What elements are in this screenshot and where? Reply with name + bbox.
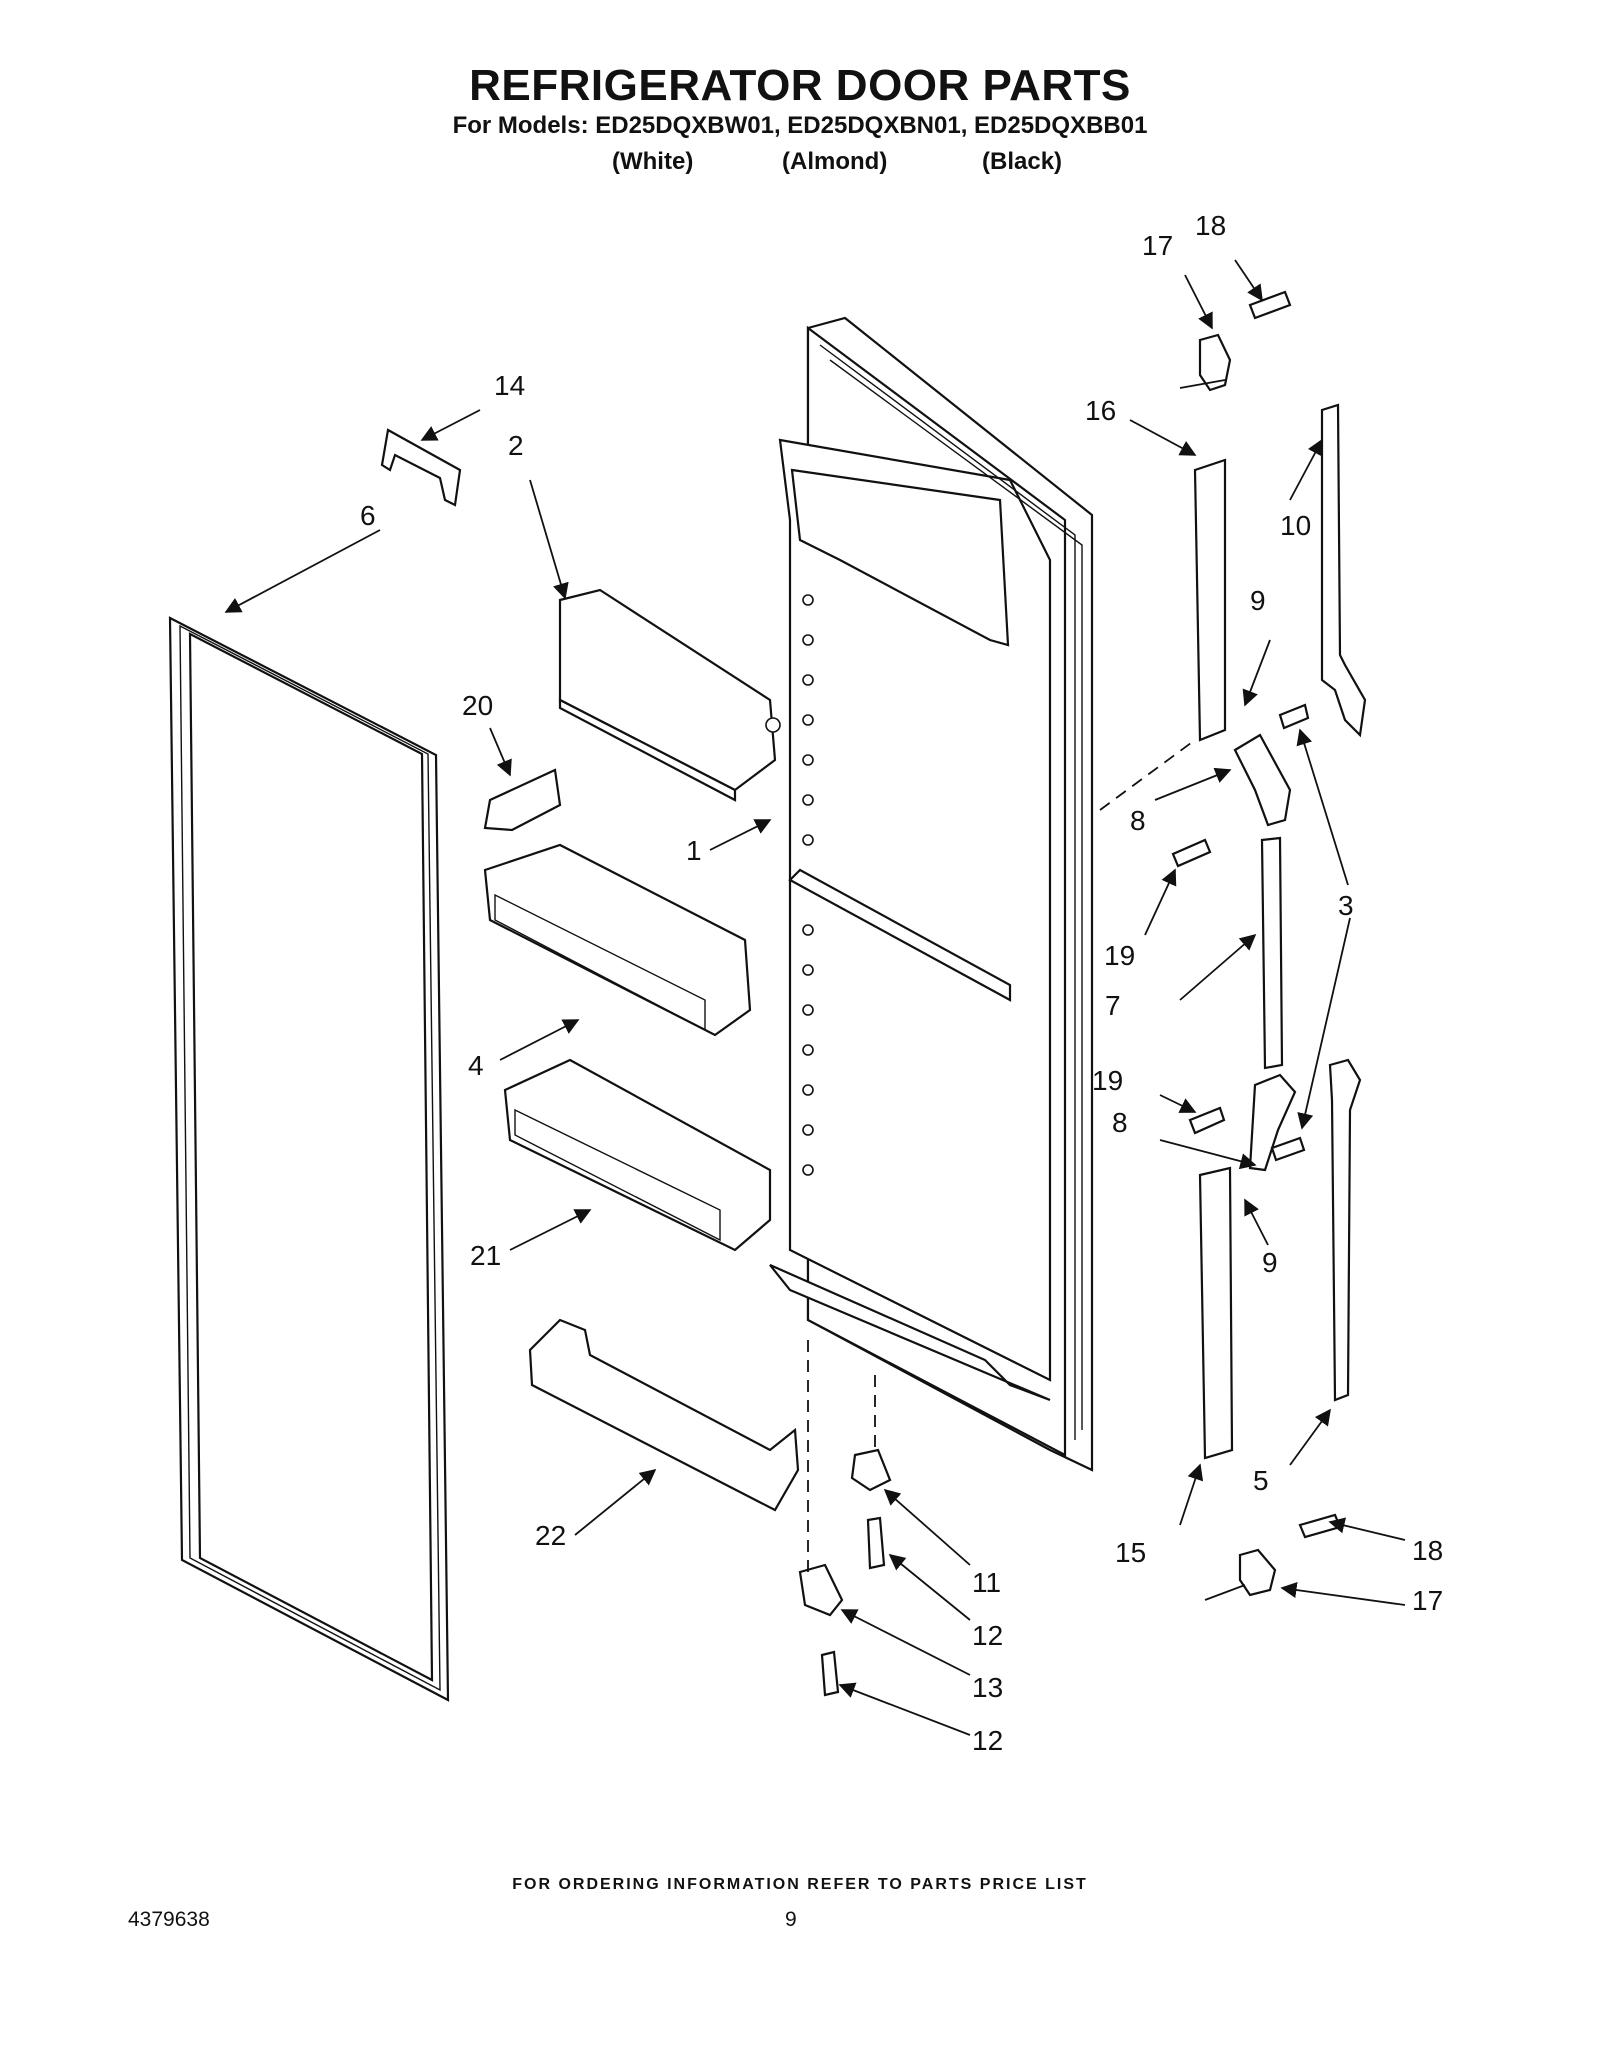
- callout-8-lower: 8: [1112, 1107, 1128, 1138]
- screw-handle-upper-right: [1278, 703, 1310, 730]
- color-label-almond: (Almond): [782, 148, 888, 175]
- callout-9-lower: 9: [1262, 1247, 1278, 1278]
- screw-lower-hinge: [820, 1650, 840, 1697]
- callout-18-top: 18: [1195, 210, 1226, 241]
- handle-middle: [1260, 836, 1284, 1070]
- callout-19-lower: 19: [1092, 1065, 1123, 1096]
- callout-16: 16: [1085, 395, 1116, 426]
- ordering-info-note: FOR ORDERING INFORMATION REFER TO PARTS …: [512, 1876, 1088, 1893]
- leader-lines: [224, 259, 1406, 1736]
- alignment-line-trim: [1099, 739, 1196, 811]
- lower-hinge-bracket: [798, 1563, 844, 1617]
- screw-handle-lower-right: [1270, 1136, 1306, 1162]
- top-hinge: [1179, 333, 1232, 392]
- exploded-parts-diagram: 14 2 6 20 1 4 21 22 17 18 16 10 9 8 3 19…: [168, 210, 1443, 1756]
- page-title: REFRIGERATOR DOOR PARTS: [469, 61, 1131, 110]
- callout-11: 11: [972, 1567, 1001, 1598]
- bottom-shelf-rail: [528, 1318, 800, 1512]
- door-liner: [769, 316, 1094, 1472]
- callout-6: 6: [360, 500, 376, 531]
- callout-8-upper: 8: [1130, 805, 1146, 836]
- callout-17-top: 17: [1142, 230, 1173, 261]
- handle-upper: [1320, 403, 1367, 738]
- clip-part: [380, 428, 462, 507]
- callout-labels: 14 2 6 20 1 4 21 22 17 18 16 10 9 8 3 19…: [360, 210, 1443, 1756]
- callout-4: 4: [468, 1050, 484, 1081]
- screw-handle-lower-left: [1188, 1106, 1226, 1135]
- color-label-white: (White): [612, 148, 694, 175]
- upper-door-trim: [1193, 458, 1227, 742]
- color-label-black: (Black): [982, 148, 1063, 175]
- document-number: 4379638: [128, 1908, 210, 1931]
- callout-10: 10: [1280, 510, 1311, 541]
- small-bracket: [483, 768, 562, 832]
- callout-15: 15: [1115, 1537, 1146, 1568]
- dairy-door: [558, 588, 781, 802]
- handle-lower: [1328, 1058, 1362, 1402]
- callout-17-bottom: 17: [1412, 1585, 1443, 1616]
- callout-12-upper: 12: [972, 1620, 1003, 1651]
- door-stop-bracket: [850, 1448, 892, 1492]
- page-header: REFRIGERATOR DOOR PARTS For Models: ED25…: [0, 60, 1600, 140]
- lower-door-trim: [1198, 1166, 1234, 1460]
- page-number: 9: [785, 1908, 797, 1931]
- door-gasket: [168, 616, 450, 1702]
- callout-5: 5: [1253, 1465, 1269, 1496]
- callout-7: 7: [1105, 990, 1121, 1021]
- callout-18-bottom: 18: [1412, 1535, 1443, 1566]
- screw-door-stop: [866, 1516, 886, 1570]
- door-bin-upper: [483, 843, 752, 1037]
- callout-19-upper: 19: [1104, 940, 1135, 971]
- screw-handle-upper-left: [1171, 838, 1212, 868]
- callout-2: 2: [508, 430, 524, 461]
- callout-13: 13: [972, 1672, 1003, 1703]
- screw-top-hinge: [1248, 290, 1292, 320]
- door-bin-lower: [503, 1058, 772, 1252]
- callout-21: 21: [470, 1240, 501, 1271]
- bottom-hinge: [1204, 1548, 1277, 1601]
- callout-9-upper: 9: [1250, 585, 1266, 616]
- callout-12-lower: 12: [972, 1725, 1003, 1756]
- callout-3: 3: [1338, 890, 1354, 921]
- callout-14: 14: [494, 370, 525, 401]
- models-line: For Models: ED25DQXBW01, ED25DQXBN01, ED…: [452, 112, 1148, 139]
- callout-1: 1: [686, 835, 702, 866]
- handle-mount-upper: [1233, 733, 1292, 827]
- screw-bottom-hinge: [1298, 1513, 1342, 1539]
- callout-22: 22: [535, 1520, 566, 1551]
- callout-20: 20: [462, 690, 493, 721]
